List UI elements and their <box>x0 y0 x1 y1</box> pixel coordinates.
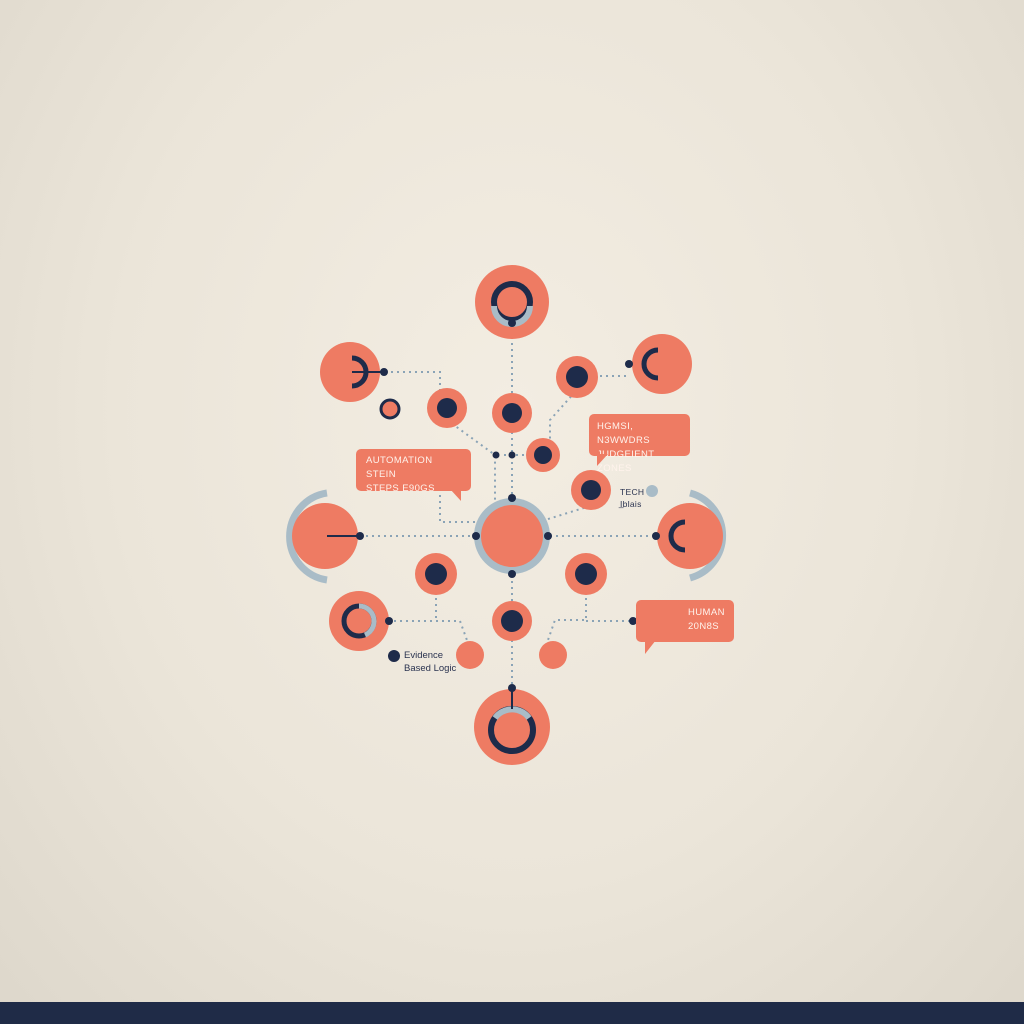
connector-upper-left <box>385 371 441 395</box>
node-upper-right-c <box>625 334 692 394</box>
node-lower-right-mid <box>565 553 607 595</box>
label-tech: TECH I̲blais <box>620 486 644 510</box>
connector-lower-left <box>388 620 473 655</box>
node-mid-right-small <box>492 438 560 472</box>
node-left <box>286 489 364 584</box>
callout-judgment-line1: HGMSI, N3WWDRS <box>597 421 650 446</box>
callout-human-line1: HUMAN <box>688 607 725 618</box>
node-lower-left <box>329 591 393 651</box>
label-evidence: Evidence Based Logic <box>404 649 456 675</box>
callout-automation-line1: AUTOMATION STEIN <box>366 455 433 480</box>
connector-tech <box>544 505 591 521</box>
node-right <box>652 489 727 582</box>
node-lower-left-small <box>456 641 484 669</box>
node-upper-right <box>556 356 598 398</box>
callout-human-line2: 20N8S <box>688 621 720 632</box>
node-top-center <box>492 393 532 433</box>
node-lower-right-small <box>539 641 567 669</box>
callout-human: HUMAN 20N8S <box>636 600 734 654</box>
bracket-icon <box>668 519 686 553</box>
callout-automation-line2: STEPS E90GS <box>366 483 435 494</box>
connector-upper-right-mid <box>549 391 576 440</box>
bottom-bar <box>0 1002 1024 1024</box>
node-bottom <box>474 684 550 765</box>
node-upper-left-mid <box>427 388 467 428</box>
callout-judgment: HGMSI, N3WWDRS JUDGEIENT ZONES <box>589 414 690 474</box>
node-top <box>475 265 549 339</box>
callout-judgment-line2: JUDGEIENT ZONES <box>597 449 655 474</box>
connector-lower-right <box>547 592 587 641</box>
label-tech-line2: I̲blais <box>620 499 642 509</box>
node-tech <box>571 470 611 510</box>
tech-dot <box>646 485 658 497</box>
node-lower-left-mid <box>415 553 457 595</box>
label-evidence-line1: Evidence <box>404 650 444 661</box>
evidence-dot <box>388 650 400 662</box>
label-tech-line1: TECH <box>620 487 645 497</box>
node-center <box>472 494 552 578</box>
bracket-icon <box>641 347 659 381</box>
label-evidence-line2: Based Logic <box>404 663 457 674</box>
callout-automation: AUTOMATION STEIN STEPS E90GS <box>356 449 471 501</box>
node-upper-left <box>320 342 388 402</box>
node-bottom-center <box>492 601 532 641</box>
node-small-ring <box>379 398 401 420</box>
